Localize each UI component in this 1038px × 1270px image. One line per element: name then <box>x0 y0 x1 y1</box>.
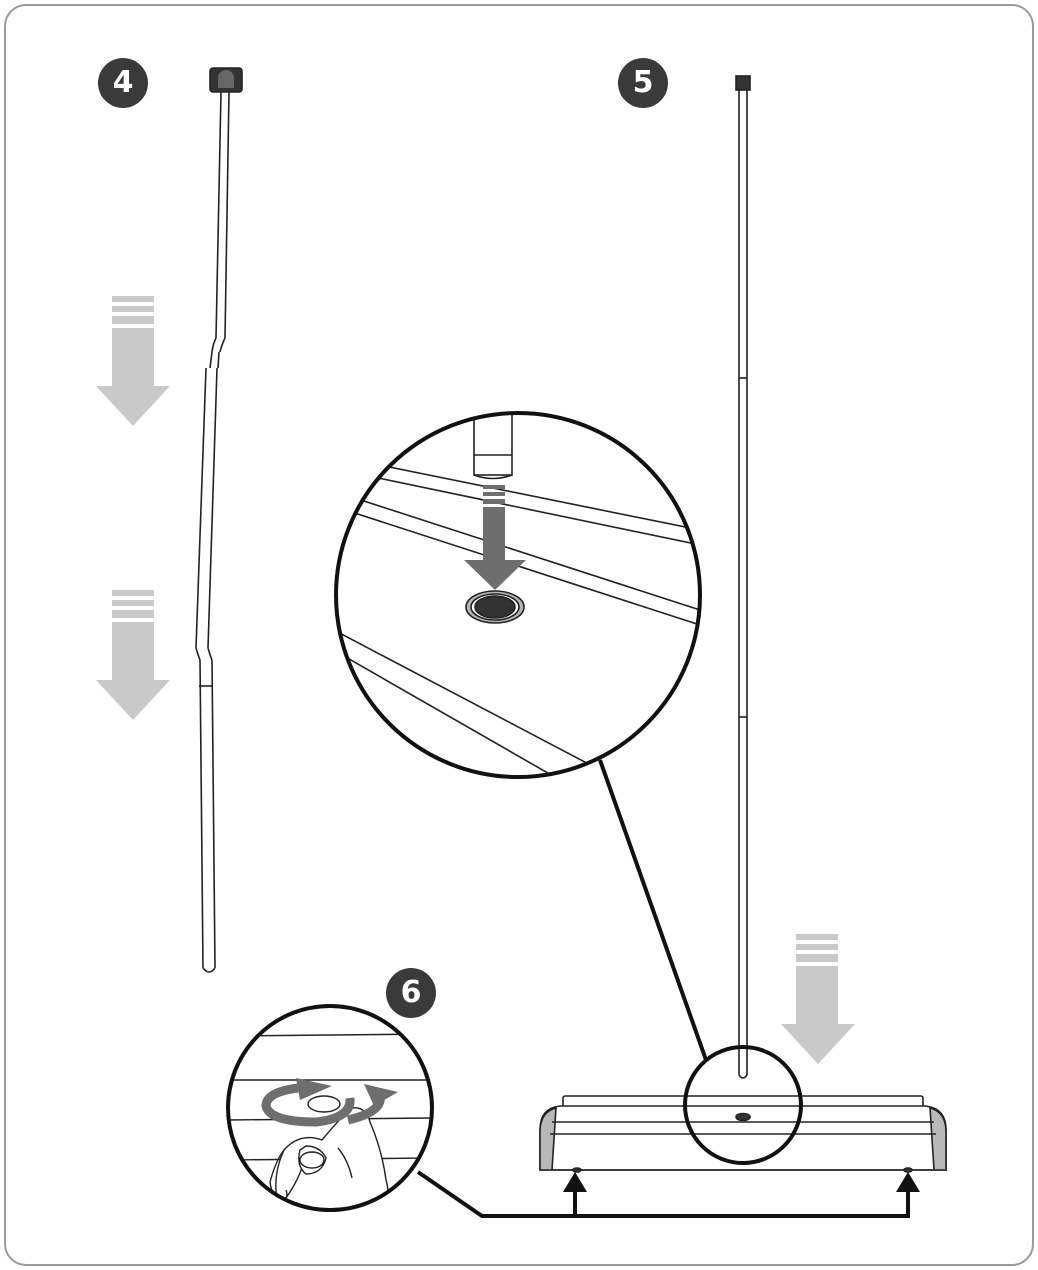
step-5-badge: 5 <box>618 58 668 108</box>
page-frame <box>4 4 1034 1266</box>
pole-segment-2 <box>195 367 218 649</box>
step-6-badge: 6 <box>386 968 436 1018</box>
pole-segment-3 <box>199 659 216 969</box>
down-arrow-icon <box>464 485 526 590</box>
down-arrow-icon <box>96 590 170 720</box>
pole-segment-1 <box>215 91 230 339</box>
base-detail-circle <box>683 1045 803 1165</box>
up-arrow-icon <box>563 1172 587 1192</box>
step4-pole <box>195 67 243 973</box>
down-arrow-icon <box>96 296 170 426</box>
stand-base <box>539 1095 947 1173</box>
up-arrow-icon <box>896 1172 920 1192</box>
step-4-badge: 4 <box>98 58 148 108</box>
connector-line <box>598 759 708 1061</box>
knob-zoom-detail <box>226 1004 434 1212</box>
socket-zoom-detail <box>334 411 702 779</box>
foot-connector <box>416 1170 910 1218</box>
step5-pole <box>735 75 751 1079</box>
down-arrow-icon <box>781 934 855 1064</box>
